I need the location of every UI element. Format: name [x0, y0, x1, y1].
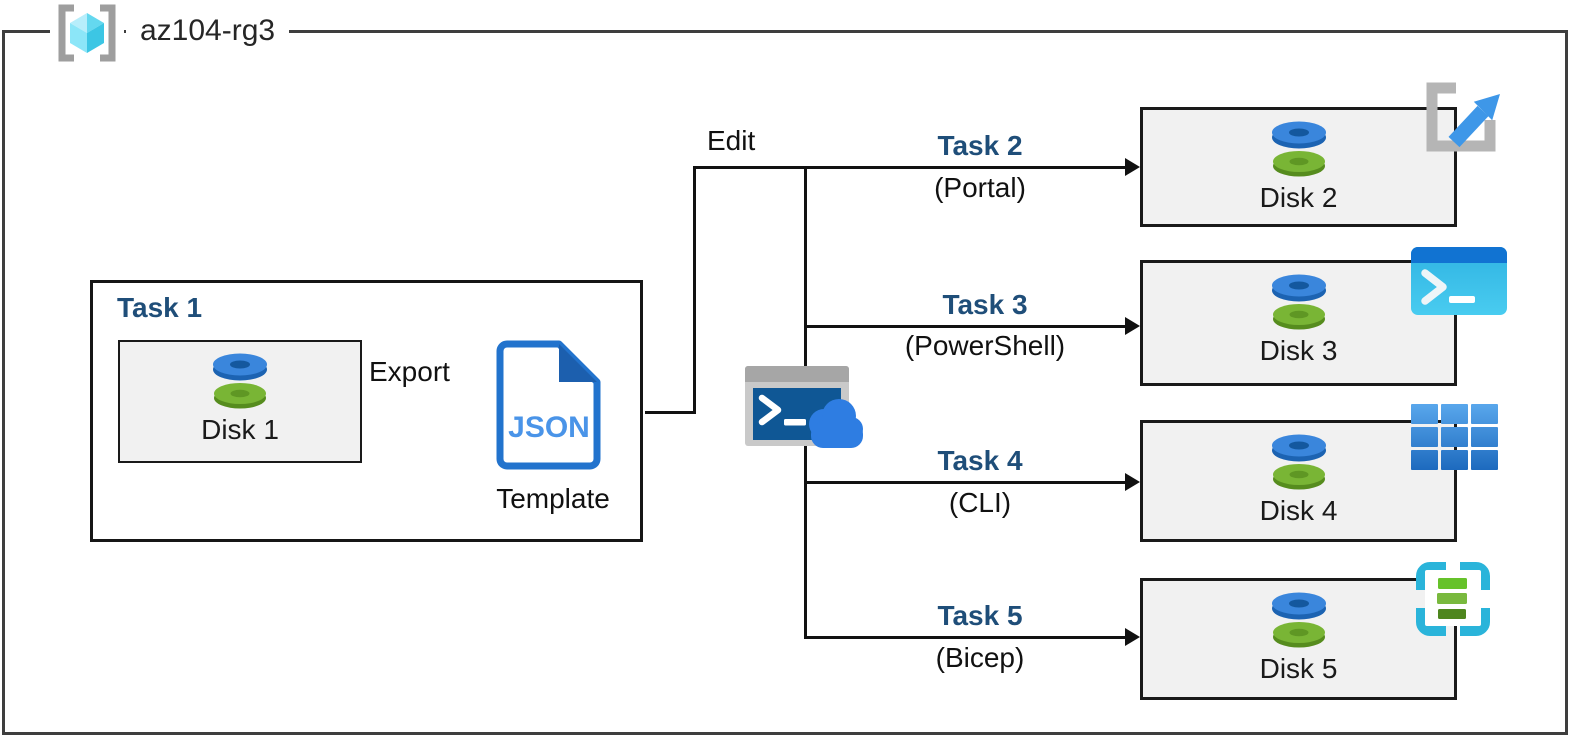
managed-disk-icon: [1267, 272, 1331, 332]
managed-disk-icon: [1267, 432, 1331, 492]
disk-5-node: Disk 5: [1140, 578, 1457, 700]
disk-2-node: Disk 2: [1140, 107, 1457, 227]
task2-arrowhead: [1125, 158, 1140, 176]
task3-label: Task 3: [942, 289, 1028, 320]
task2-arrow-line: [693, 166, 1125, 169]
task2-method: (Portal): [934, 172, 1026, 203]
managed-disk-icon: [208, 351, 272, 411]
task4-arrowhead: [1125, 473, 1140, 491]
disk-4-label: Disk 4: [1259, 495, 1338, 526]
task5-arrowhead: [1125, 628, 1140, 646]
azure-portal-icon: [1426, 82, 1500, 152]
edit-elbow-vertical: [693, 166, 696, 414]
task4-label: Task 4: [937, 445, 1023, 476]
export-label: Export: [369, 356, 450, 387]
task3-method: (PowerShell): [904, 330, 1066, 361]
task3-arrow-line: [805, 325, 1125, 328]
disk-2-label: Disk 2: [1259, 182, 1338, 213]
disk-4-node: Disk 4: [1140, 420, 1457, 542]
connector-task1-out: [645, 411, 695, 414]
managed-disk-icon: [1267, 590, 1331, 650]
task1-title: Task 1: [117, 292, 203, 323]
disk-1-node: Disk 1: [118, 340, 362, 463]
task5-method: (Bicep): [935, 642, 1025, 673]
bicep-icon: [1416, 562, 1490, 636]
template-label: Template: [496, 483, 610, 514]
task5-arrow-line: [805, 636, 1125, 639]
resource-group-icon: [50, 2, 124, 64]
resource-group-border: [2, 30, 1568, 735]
disk-1-label: Disk 1: [201, 414, 279, 445]
managed-disk-icon: [1267, 119, 1331, 179]
task4-arrow-line: [805, 481, 1125, 484]
task4-method: (CLI): [948, 487, 1012, 518]
json-doc-text: JSON: [508, 411, 590, 444]
cloud-shell-icon: [745, 366, 863, 448]
task5-label: Task 5: [937, 600, 1023, 631]
task3-arrowhead: [1125, 317, 1140, 335]
edit-label: Edit: [707, 125, 756, 156]
task2-label: Task 2: [937, 130, 1023, 161]
resource-group-label: az104-rg3: [126, 10, 290, 52]
disk-3-node: Disk 3: [1140, 260, 1457, 386]
disk-3-label: Disk 3: [1259, 335, 1338, 366]
azure-cli-icon: [1411, 404, 1498, 470]
powershell-icon: [1411, 247, 1507, 315]
json-template-icon: JSON: [496, 340, 601, 470]
disk-5-label: Disk 5: [1259, 653, 1338, 684]
